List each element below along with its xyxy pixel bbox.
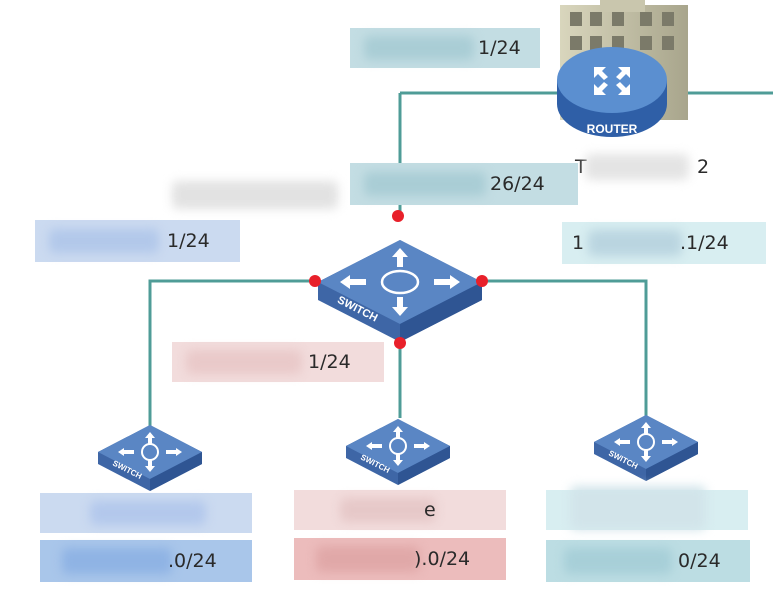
mid-net-text: ).0/24: [414, 548, 471, 570]
port-dot: [309, 275, 321, 287]
uplink-note-label: [170, 178, 342, 212]
router-icon: ROUTER: [557, 47, 667, 137]
access-switch-right-icon: SWITCH: [594, 415, 698, 481]
core-bottom-label: 1/24: [172, 342, 384, 382]
core-bottom-text: 1/24: [308, 351, 351, 373]
link-core-left-access: [148, 279, 315, 440]
right-net-label: 0/24: [546, 540, 750, 582]
mid-net-label: ).0/24: [294, 538, 506, 580]
uplink-label: 26/24: [350, 163, 578, 205]
port-dot: [392, 210, 404, 222]
mid-vlan-tail: e: [424, 499, 436, 521]
access-switch-mid-icon: SWITCH: [346, 419, 450, 485]
port-dots: [309, 210, 488, 349]
core-left-label: 1/24: [35, 220, 240, 262]
left-net-label: .0/24: [40, 540, 252, 582]
router-name-label: T 2: [575, 150, 715, 184]
right-vlan-label: [546, 486, 748, 530]
router-lan-text: 1/24: [478, 37, 521, 59]
core-right-lead: 1: [572, 232, 585, 254]
port-dot: [394, 337, 406, 349]
right-net-text: 0/24: [678, 550, 721, 572]
left-vlan-label: [40, 493, 252, 533]
router-name-prefix: T: [575, 156, 587, 178]
core-left-text: 1/24: [167, 230, 210, 252]
router-lan-label: 1/24: [350, 28, 540, 68]
router-label: ROUTER: [587, 122, 638, 136]
left-net-text: .0/24: [168, 550, 217, 572]
uplink-text: 26/24: [490, 173, 545, 195]
network-links: [148, 91, 773, 440]
link-core-right-access: [482, 279, 648, 420]
core-switch-icon: SWITCH: [318, 240, 482, 342]
mid-vlan-label: e: [294, 490, 506, 530]
core-right-text: .1/24: [680, 232, 729, 254]
router-name-tail: 2: [697, 156, 710, 178]
access-switch-left-icon: SWITCH: [98, 425, 202, 491]
core-right-label: 1 .1/24: [562, 222, 766, 264]
port-dot: [476, 275, 488, 287]
